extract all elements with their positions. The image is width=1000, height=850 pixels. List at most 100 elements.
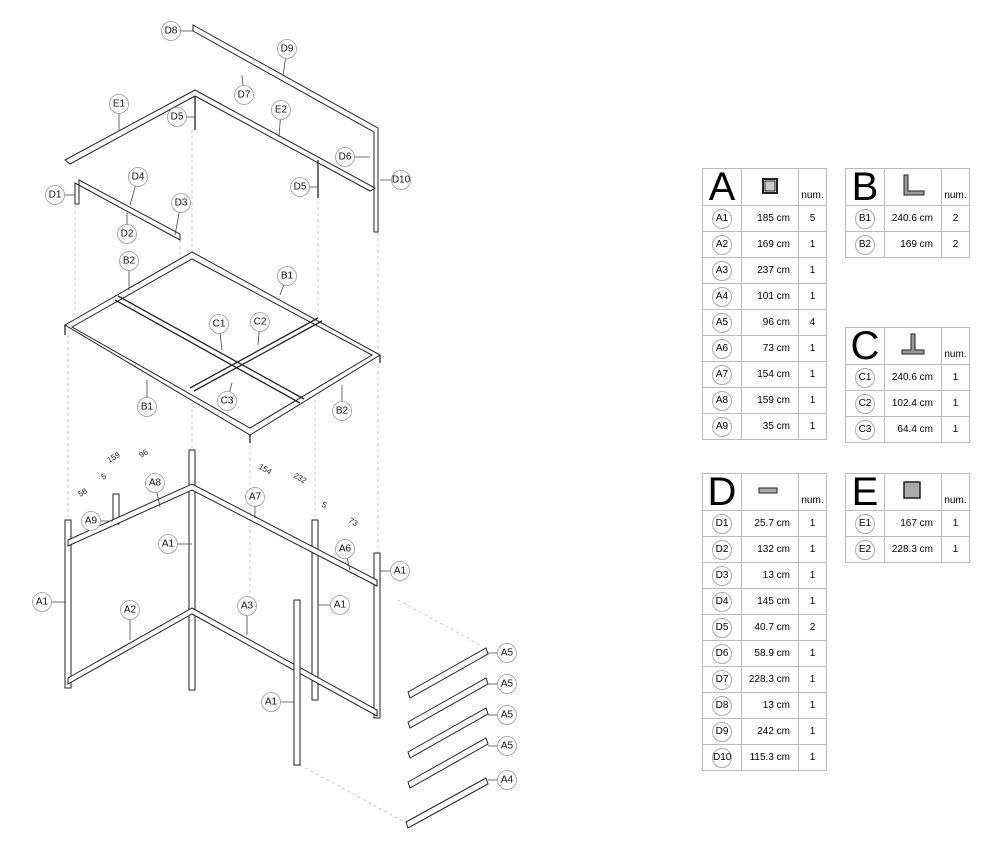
callout-a5: A5: [488, 736, 517, 756]
part-count: 1: [941, 364, 970, 391]
part-count: 1: [798, 562, 827, 589]
dim-73: 73: [347, 516, 360, 529]
callout-circle: [335, 147, 355, 167]
callout-label: B1: [281, 271, 294, 282]
part-count: 5: [798, 205, 827, 232]
part-id: B1: [855, 208, 875, 229]
part-id: B2: [855, 234, 875, 255]
callout-d10: D10: [380, 170, 411, 190]
dim-5: 5: [100, 471, 109, 481]
callout-a5: A5: [488, 705, 517, 725]
callout-b2: B2: [119, 251, 139, 290]
part-length: 101 cm: [741, 283, 799, 310]
part-id: D7: [712, 669, 732, 690]
part-id: C2: [855, 393, 875, 414]
part-count: 1: [798, 257, 827, 284]
callout-circle: [497, 770, 517, 790]
dim-232: 232: [292, 471, 309, 486]
callout-d9: D9: [277, 39, 297, 76]
callout-label: D6: [339, 152, 352, 163]
part-length: 132 cm: [741, 536, 799, 563]
part-length: 96 cm: [741, 309, 799, 336]
part-id: A3: [712, 260, 732, 281]
callout-label: A5: [501, 648, 514, 659]
part-length: 237 cm: [741, 257, 799, 284]
part-length: 13 cm: [741, 692, 799, 719]
callout-a1: A1: [32, 592, 65, 612]
part-id: D6: [712, 643, 732, 664]
callout-circle: [117, 224, 137, 244]
part-count: 1: [941, 536, 970, 563]
part-count: 1: [798, 413, 827, 440]
callout-circle: [332, 401, 352, 421]
callout-circle: [217, 391, 237, 411]
part-count: 1: [798, 387, 827, 414]
callout-label: D1: [49, 190, 62, 201]
callout-circle: [277, 39, 297, 59]
callout-c2: C2: [250, 312, 270, 346]
callout-circle: [145, 473, 165, 493]
callout-a1: A1: [158, 534, 192, 554]
part-id: D10: [712, 747, 732, 768]
part-count: 1: [798, 283, 827, 310]
callout-circle: [237, 596, 257, 616]
part-length: 228.3 cm: [884, 536, 942, 563]
part-count: 1: [798, 361, 827, 388]
callout-label: D2: [121, 229, 134, 240]
callout-c3: C3: [217, 382, 237, 411]
callout-circle: [32, 592, 52, 612]
part-count: 1: [798, 588, 827, 615]
part-count: 1: [941, 416, 970, 443]
part-count: 1: [798, 536, 827, 563]
callout-d5: D5: [290, 177, 318, 197]
part-id: A8: [712, 390, 732, 411]
exploded-isometric-drawing: 58 5 159 96 154 232 5 73 D8D9D7E1E2D5D5D…: [32, 21, 517, 829]
part-count: 4: [798, 309, 827, 336]
part-length: 240.6 cm: [884, 364, 942, 391]
part-length: 13 cm: [741, 562, 799, 589]
section-letter: A: [702, 167, 742, 207]
callout-d7: D7: [234, 74, 254, 105]
part-count: 1: [798, 744, 827, 771]
callout-a3: A3: [237, 596, 257, 635]
part-count: 1: [798, 510, 827, 537]
callout-label: A1: [265, 697, 278, 708]
callout-d2: D2: [117, 213, 137, 244]
callout-d4: D4: [128, 167, 148, 206]
callout-label: C2: [254, 317, 267, 328]
part-id: D8: [712, 695, 732, 716]
callout-circle: [45, 185, 65, 205]
callout-circle: [497, 674, 517, 694]
callout-label: A1: [394, 566, 407, 577]
callout-label: D3: [175, 198, 188, 209]
section-letter: B: [845, 167, 885, 207]
callout-label: D4: [132, 172, 145, 183]
dim-154: 154: [257, 462, 274, 477]
callout-circle: [277, 266, 297, 286]
callout-circle: [261, 692, 281, 712]
part-id: A6: [712, 338, 732, 359]
callout-circle: [161, 21, 181, 41]
callout-circle: [330, 595, 350, 615]
num-header: num.: [798, 473, 827, 511]
part-length: 159 cm: [741, 387, 799, 414]
dim-159: 159: [106, 450, 123, 465]
part-count: 1: [941, 510, 970, 537]
